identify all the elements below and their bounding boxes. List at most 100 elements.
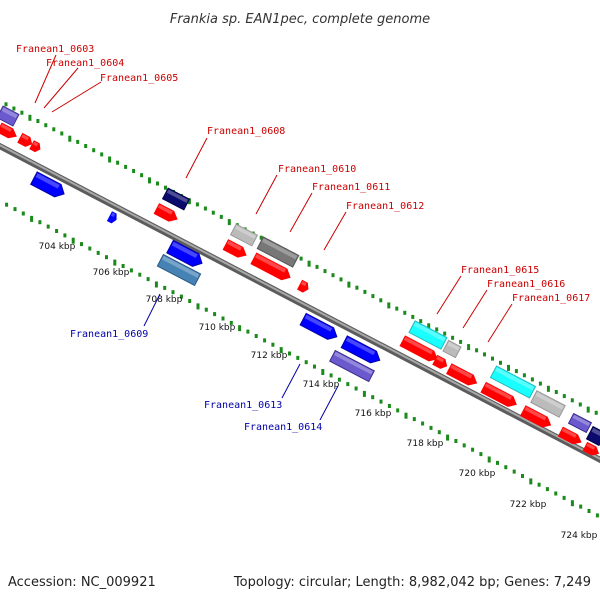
tick-dot bbox=[462, 443, 466, 448]
cds-forward bbox=[250, 252, 291, 281]
tick-dot bbox=[113, 259, 117, 266]
tick-dot bbox=[129, 268, 133, 273]
tick-dot bbox=[188, 299, 192, 303]
tick-dot bbox=[354, 386, 358, 391]
tick-dot bbox=[105, 255, 108, 260]
tick-dot bbox=[63, 233, 67, 238]
tick-dot bbox=[570, 500, 574, 507]
cds-forward-shape bbox=[17, 132, 33, 147]
cds-forward-highlight bbox=[255, 253, 287, 273]
cds-reverse-highlight bbox=[345, 337, 376, 356]
gene-label-franean1-0611: Franean1_0611 bbox=[312, 182, 390, 193]
tick-dot bbox=[537, 482, 541, 487]
tick-dot bbox=[483, 352, 486, 357]
tick-dot bbox=[437, 430, 441, 435]
gene-label-franean1-0605: Franean1_0605 bbox=[100, 73, 178, 84]
tick-dot bbox=[138, 272, 142, 277]
cds-forward-highlight bbox=[484, 383, 513, 400]
tick-dot bbox=[546, 385, 550, 392]
tick-dot bbox=[395, 306, 399, 311]
tick-dot bbox=[313, 364, 316, 369]
tick-dot bbox=[254, 334, 258, 338]
tick-dot bbox=[362, 390, 366, 397]
tick-dot bbox=[124, 164, 128, 169]
tick-dot bbox=[459, 339, 463, 344]
cds-forward bbox=[17, 132, 33, 147]
tick-dot bbox=[387, 302, 391, 309]
map-title: Frankia sp. EAN1pec, complete genome bbox=[170, 12, 430, 27]
cds-forward bbox=[399, 335, 438, 362]
tick-dot bbox=[346, 382, 350, 387]
cds-forward-small bbox=[297, 279, 309, 293]
tick-dot bbox=[594, 410, 598, 415]
cds-forward-shape bbox=[399, 335, 438, 362]
tick-dot bbox=[554, 491, 558, 496]
tick-label-722: 722 kbp bbox=[510, 500, 547, 510]
cds-forward-shape bbox=[29, 140, 41, 153]
leader-0616 bbox=[462, 289, 488, 329]
cds-reverse bbox=[166, 239, 203, 267]
tick-label-724: 724 kbp bbox=[561, 531, 598, 541]
cds-reverse-small bbox=[106, 211, 117, 224]
cds-forward-shape bbox=[520, 405, 552, 428]
tick-dot bbox=[259, 235, 263, 240]
leader-0608 bbox=[185, 137, 208, 179]
cds-forward-shape bbox=[480, 381, 517, 407]
tick-dot bbox=[363, 289, 367, 294]
cds-forward bbox=[29, 140, 41, 153]
tick-dot bbox=[355, 285, 359, 290]
tick-dot bbox=[545, 487, 549, 492]
tick-dot bbox=[288, 351, 291, 356]
cds-gray-highlight bbox=[535, 392, 564, 410]
cds-forward bbox=[557, 426, 582, 445]
tick-dot bbox=[146, 277, 150, 282]
leader-0605 bbox=[51, 81, 102, 113]
cds-navy-shape bbox=[161, 187, 191, 211]
cds-slate bbox=[567, 412, 593, 434]
tick-dot bbox=[227, 219, 231, 226]
gene-label-franean1-0603: Franean1_0603 bbox=[16, 44, 94, 55]
tick-label-714: 714 kbp bbox=[303, 380, 340, 390]
tick-dot bbox=[427, 323, 431, 330]
cds-forward bbox=[520, 405, 552, 428]
leader-0611 bbox=[289, 192, 313, 233]
gene-label-franean1-0609: Franean1_0609 bbox=[70, 329, 148, 340]
tick-dot bbox=[156, 181, 159, 186]
cds-cyan-shape bbox=[489, 365, 537, 399]
cds-forward-shape bbox=[0, 122, 17, 139]
tick-dot bbox=[196, 303, 200, 310]
cds-forward-small-shape bbox=[297, 279, 309, 293]
tick-label-720: 720 kbp bbox=[459, 469, 496, 479]
tick-dot bbox=[529, 478, 533, 485]
tick-dot bbox=[530, 377, 534, 382]
tick-dot bbox=[46, 224, 50, 229]
cds-reverse-shape bbox=[340, 335, 381, 364]
axis-tick-labels: 704 kbp 706 kbp 708 kbp 710 kbp 712 kbp … bbox=[39, 242, 598, 541]
cds-reverse-shape bbox=[166, 239, 203, 267]
tick-dot bbox=[229, 320, 233, 325]
lower-tick-track bbox=[5, 202, 599, 518]
tick-label-708: 708 kbp bbox=[146, 295, 183, 305]
tick-dot bbox=[21, 211, 25, 216]
tick-dot bbox=[55, 229, 59, 233]
cds-forward-shape bbox=[153, 203, 178, 222]
tick-dot bbox=[379, 298, 383, 303]
tick-dot bbox=[514, 369, 518, 374]
tick-dot bbox=[487, 456, 491, 463]
tick-dot bbox=[587, 509, 591, 513]
tick-dot bbox=[121, 264, 125, 268]
cds-forward-small bbox=[432, 354, 448, 369]
tick-dot bbox=[203, 206, 207, 211]
tick-dot bbox=[148, 177, 151, 184]
cds-forward bbox=[222, 239, 247, 258]
tick-label-712: 712 kbp bbox=[251, 351, 288, 361]
gene-label-franean1-0614: Franean1_0614 bbox=[244, 422, 322, 433]
tick-dot bbox=[36, 119, 40, 123]
cds-forward-small-highlight bbox=[301, 281, 307, 287]
cds-forward-highlight bbox=[0, 123, 12, 132]
accession-text: Accession: NC_009921 bbox=[8, 575, 156, 590]
tick-dot bbox=[307, 260, 311, 267]
cds-forward-highlight bbox=[450, 364, 473, 379]
gene-features bbox=[0, 105, 600, 456]
cds-reverse-highlight bbox=[171, 241, 198, 259]
